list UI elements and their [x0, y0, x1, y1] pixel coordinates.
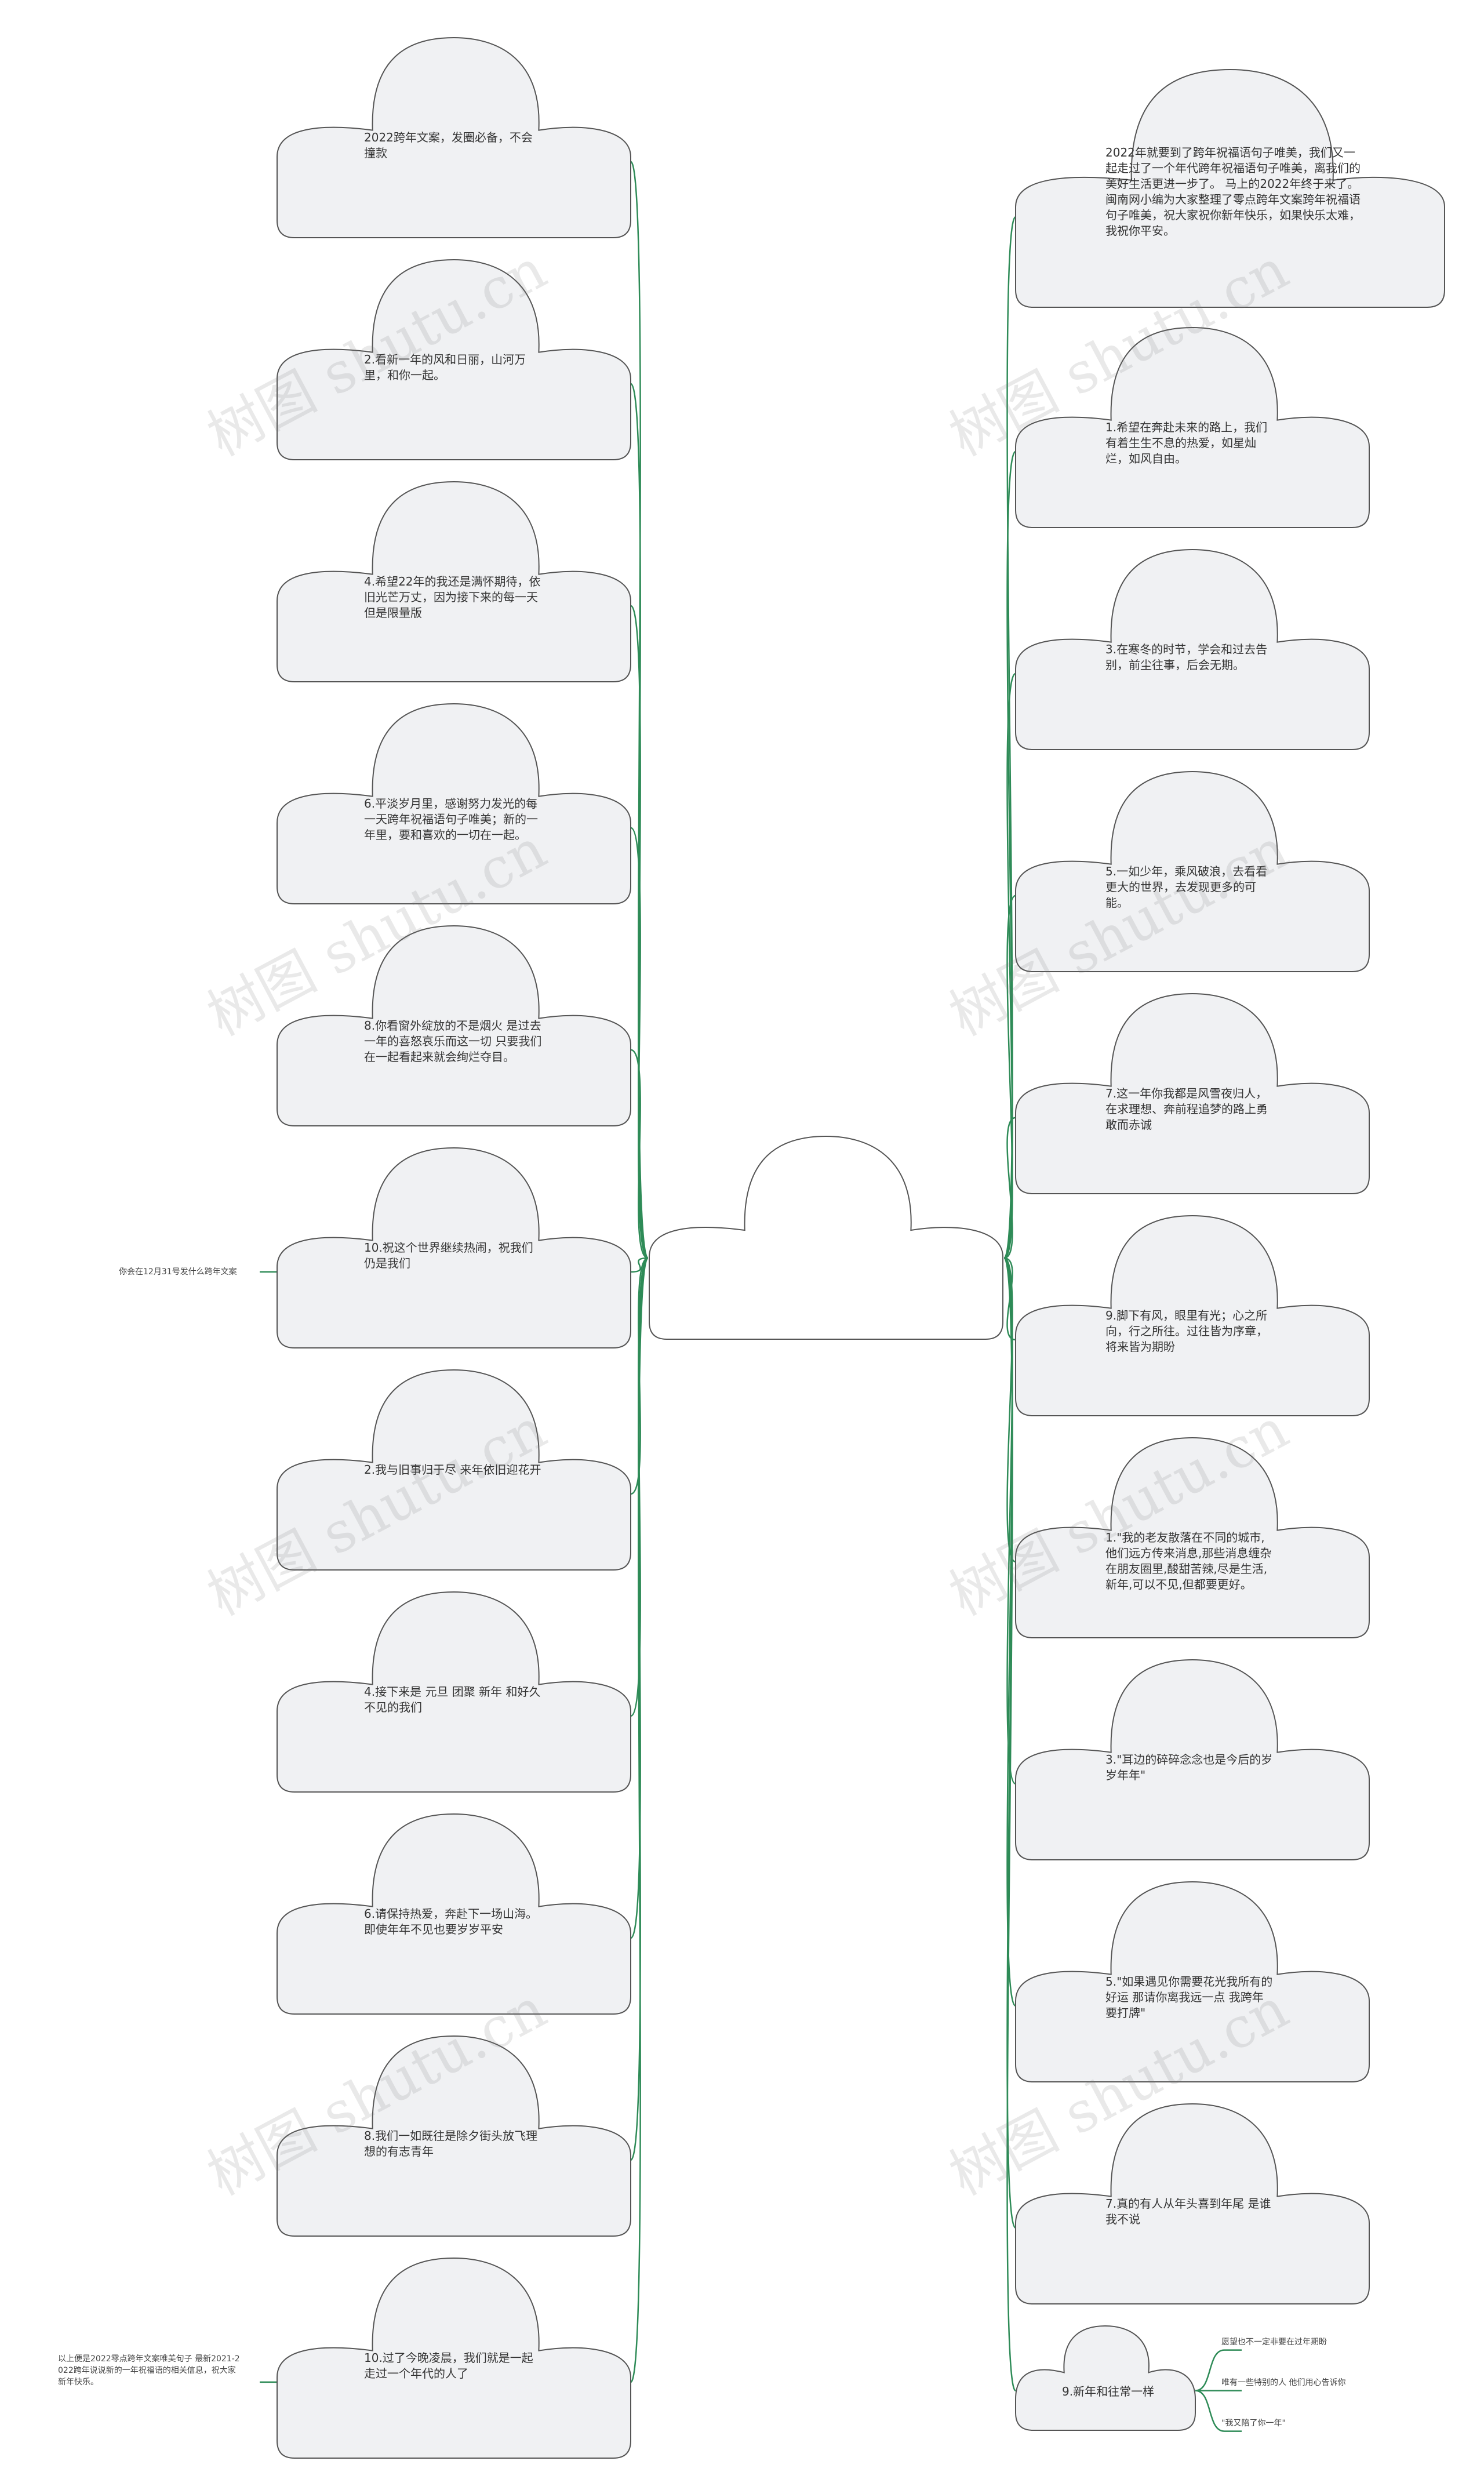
left-connector-4: [630, 827, 649, 1259]
right-connector-11: [1003, 1257, 1017, 2391]
right-node-label-3: 3.在寒冬的时节，学会和过去告别，前尘往事，后会无期。: [1105, 642, 1268, 673]
right-node-label-4: 5.一如少年，乘风破浪，去看看更大的世界，去发现更多的可能。: [1105, 864, 1268, 910]
right-connector-3: [1003, 673, 1017, 1259]
right-leaf-connector-3: [1195, 2390, 1242, 2432]
left-connector-11: [630, 1257, 649, 2383]
right-node-label-5: 7.这一年你我都是风雪夜归人，在求理想、奔前程追梦的路上勇敢而赤诚: [1105, 1086, 1268, 1132]
left-leaf-2: 以上便是2022零点跨年文案唯美句子 最新2021-2022跨年说说新的一年祝福…: [58, 2354, 240, 2387]
left-node-label-8: 4.接下来是 元旦 团聚 新年 和好久不见的我们: [364, 1685, 541, 1715]
left-node-7[interactable]: [277, 1369, 631, 1571]
right-node-label-8: 3."耳边的碎碎念念也是今后的岁岁年年": [1105, 1753, 1273, 1783]
right-node-3[interactable]: [1015, 548, 1370, 750]
left-node-2[interactable]: [277, 259, 631, 460]
connector-lines: [260, 161, 1242, 2432]
right-node-label-9: 5."如果遇见你需要花光我所有的好运 那请你离我远一点 我跨年要打牌": [1105, 1975, 1273, 2020]
right-node-6[interactable]: [1015, 1215, 1370, 1416]
right-node-8[interactable]: [1015, 1659, 1370, 1860]
right-node-label-10: 7.真的有人从年头喜到年尾 是谁我不说: [1105, 2197, 1271, 2227]
right-leaf-2: 唯有一些特别的人 他们用心告诉你: [1221, 2378, 1346, 2387]
left-node-8[interactable]: [277, 1591, 631, 1793]
right-node-2[interactable]: [1015, 326, 1370, 528]
right-connector-1: [1003, 216, 1017, 1259]
left-node-label-4: 6.平淡岁月里，感谢努力发光的每一天跨年祝福语句子唯美；新的一年里，要和喜欢的一…: [364, 797, 538, 842]
left-connector-3: [630, 605, 649, 1259]
right-node-7[interactable]: [1015, 1437, 1370, 1638]
right-node-10[interactable]: [1015, 2103, 1370, 2304]
right-node-label-6: 9.脚下有风，眼里有光；心之所向，行之所往。过往皆为序章，将来皆为期盼: [1105, 1308, 1268, 1354]
left-leaf-1: 你会在12月31号发什么跨年文案: [119, 1267, 237, 1277]
center-topic[interactable]: [649, 1135, 1003, 1340]
right-node-11[interactable]: [1015, 2325, 1196, 2431]
right-node-label-11: 9.新年和往常一样: [1062, 2384, 1155, 2398]
left-node-3[interactable]: [277, 481, 631, 682]
right-node-label-2: 1.希望在奔赴未来的路上，我们有着生生不息的热爱，如星灿烂，如风自由。: [1105, 420, 1268, 466]
left-node-label-9: 6.请保持热爱，奔赴下一场山海。即使年年不见也要岁岁平安: [364, 1907, 538, 1937]
cloud-shapes: [277, 37, 1445, 2459]
left-node-label-11: 10.过了今晚凌晨，我们就是一起走过一个年代的人了: [364, 2351, 533, 2381]
left-connector-6: [630, 1257, 649, 1273]
right-leaf-connector-1: [1195, 2349, 1242, 2391]
left-node-6[interactable]: [277, 1147, 631, 1348]
right-connector-5: [1003, 1117, 1016, 1259]
left-node-label-3: 4.希望22年的我还是满怀期待，依旧光芒万丈，因为接下来的每一天但是限量版: [364, 575, 541, 620]
left-node-11[interactable]: [277, 2257, 631, 2459]
right-leaf-1: 愿望也不一定非要在过年期盼: [1221, 2337, 1327, 2347]
left-node-label-7: 2.我与旧事归于尽 来年依旧迎花开: [364, 1463, 541, 1477]
right-connector-2: [1003, 450, 1017, 1259]
left-node-label-6: 10.祝这个世界继续热闹，祝我们仍是我们: [364, 1241, 533, 1271]
left-node-label-1: 2022跨年文案，发圈必备，不会撞款: [364, 130, 533, 161]
left-node-4[interactable]: [277, 703, 631, 904]
right-node-label-7: 1."我的老友散落在不同的城市,他们远方传来消息,那些消息缠杂在朋友圈里,酸甜苦…: [1105, 1531, 1272, 1592]
left-node-label-5: 8.你看窗外绽放的不是烟火 是过去一年的喜怒哀乐而这一切 只要我们在一起看起来就…: [364, 1019, 542, 1064]
left-node-label-10: 8.我们一如既往是除夕街头放飞理想的有志青年: [364, 2129, 538, 2159]
right-node-1[interactable]: [1015, 68, 1445, 308]
left-node-10[interactable]: [277, 2035, 631, 2237]
left-connector-8: [630, 1257, 649, 1717]
right-leaf-3: "我又陪了你一年": [1221, 2418, 1286, 2428]
right-node-9[interactable]: [1015, 1881, 1370, 2082]
right-connector-4: [1003, 895, 1016, 1259]
left-node-5[interactable]: [277, 925, 631, 1126]
left-connector-5: [630, 1049, 649, 1259]
left-node-9[interactable]: [277, 1813, 631, 2015]
right-node-5[interactable]: [1015, 993, 1370, 1194]
left-node-1[interactable]: [277, 37, 631, 238]
right-node-4[interactable]: [1015, 770, 1370, 972]
left-node-label-2: 2.看新一年的风和日丽，山河万里，和你一起。: [364, 352, 526, 383]
right-node-label-1: 2022年就要到了跨年祝福语句子唯美，我们又一起走过了一个年代跨年祝福语句子唯美…: [1105, 146, 1361, 238]
